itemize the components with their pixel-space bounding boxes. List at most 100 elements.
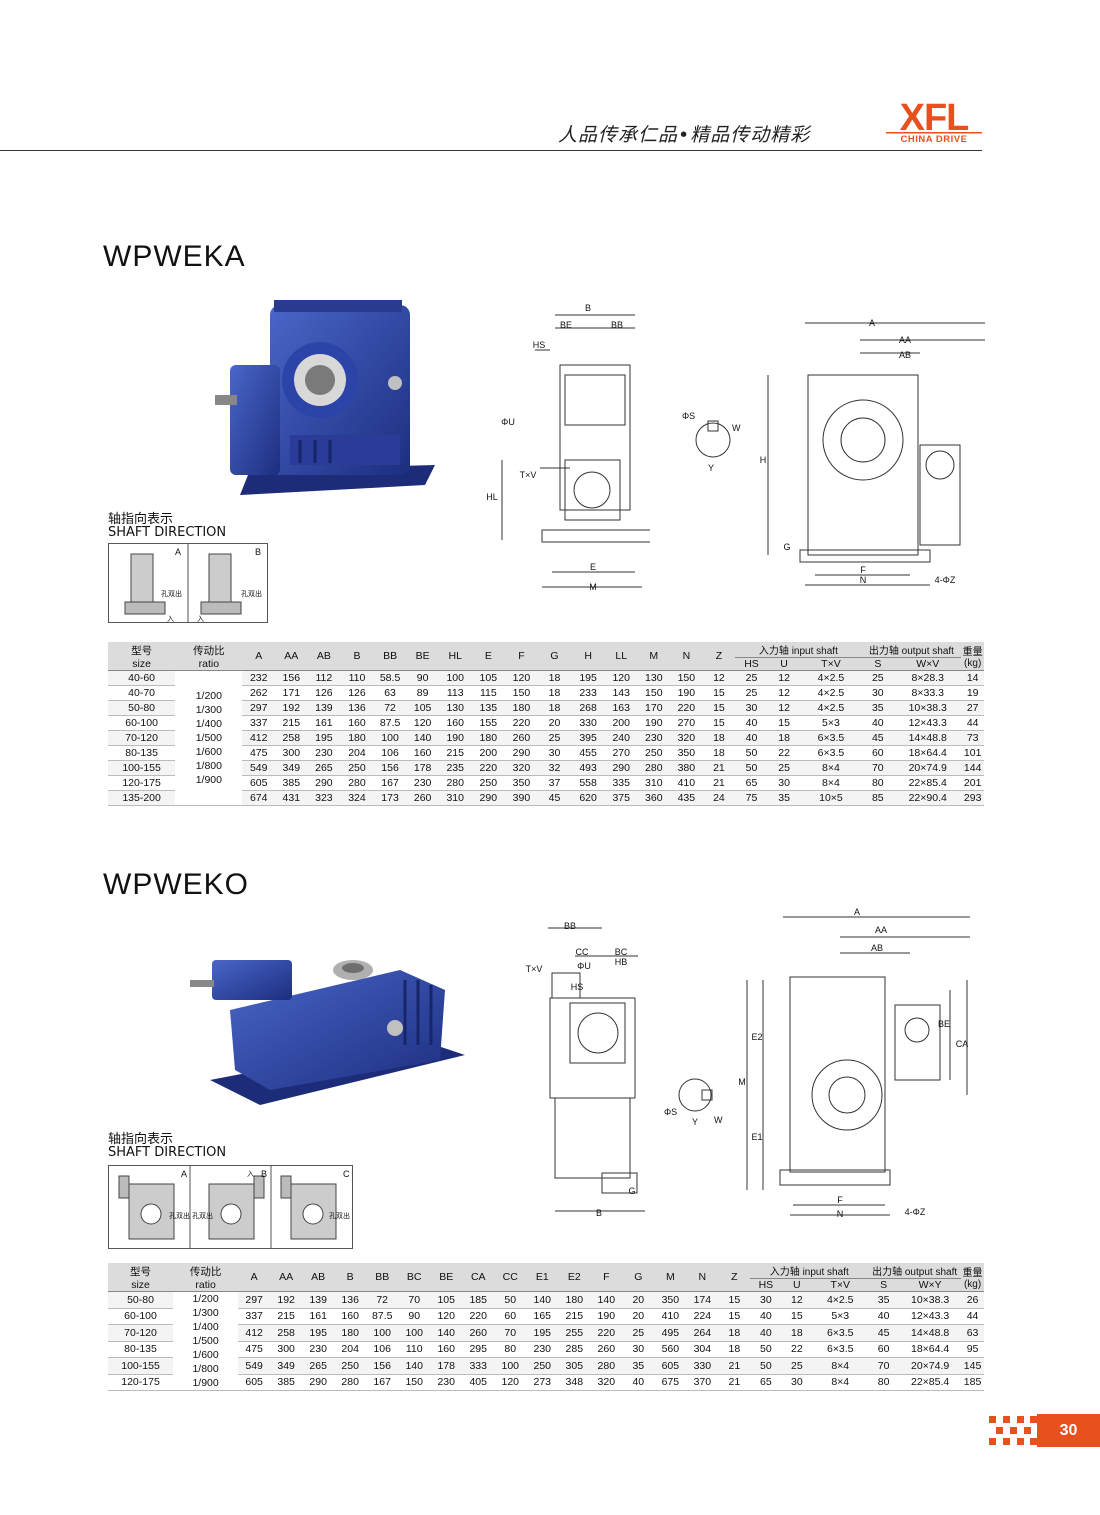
- table-cell: 35: [622, 1357, 655, 1375]
- dim-label: AB: [871, 943, 883, 953]
- table-cell: 12×43.3: [894, 715, 962, 731]
- dim-label: G: [628, 1186, 635, 1196]
- col-header: BB: [373, 642, 407, 671]
- table-cell: 240: [604, 730, 638, 746]
- table-cell: 410: [670, 775, 703, 791]
- product-photo-wpweko: [190, 960, 465, 1105]
- col-header: H: [571, 642, 605, 671]
- dim-label: BB: [564, 921, 576, 931]
- table-cell: 120: [430, 1308, 463, 1325]
- table-cell: 106: [373, 745, 407, 761]
- table-cell: 12: [702, 670, 736, 686]
- size-cell: 40-70: [108, 685, 176, 701]
- dim-label: ΦU: [577, 961, 591, 971]
- table-cell: 120: [604, 670, 638, 686]
- ratio-value: 1/800: [195, 760, 222, 772]
- table-cell: 73: [961, 730, 984, 746]
- dim-label: HS: [533, 340, 546, 350]
- table-cell: 224: [686, 1308, 719, 1325]
- table-cell: 395: [571, 730, 605, 746]
- dim-label: CC: [576, 947, 589, 957]
- col-header: CC: [494, 1263, 527, 1292]
- table-cell: 431: [275, 790, 308, 806]
- table-cell: 192: [270, 1291, 303, 1309]
- table-cell: 87.5: [373, 715, 407, 731]
- table-cell: 178: [406, 760, 439, 776]
- dim-label: E: [590, 562, 596, 572]
- ratio-value: 1/900: [192, 1377, 219, 1389]
- table-cell: 4×2.5: [800, 670, 862, 686]
- table-cell: 15: [767, 715, 801, 731]
- table-cell: 549: [238, 1357, 271, 1375]
- dim-label: A: [869, 318, 875, 328]
- table-cell: 45: [861, 730, 895, 746]
- table-cell: 130: [637, 670, 671, 686]
- table-cell: 100: [398, 1324, 431, 1342]
- table-cell: 410: [654, 1308, 687, 1325]
- table-cell: 215: [438, 745, 472, 761]
- table-cell: 143: [604, 685, 638, 701]
- xfl-logo: XFL CHINA DRIVE: [886, 97, 982, 144]
- table-cell: 250: [340, 760, 374, 776]
- table-cell: 280: [590, 1357, 623, 1375]
- table-cell: 180: [505, 700, 538, 716]
- table-cell: 139: [307, 700, 341, 716]
- table-cell: 126: [340, 685, 374, 701]
- col-header: F: [590, 1263, 623, 1292]
- table-cell: 155: [471, 715, 506, 731]
- table-cell: 18: [767, 730, 801, 746]
- table-cell: 60: [861, 745, 895, 761]
- col-header: S: [861, 657, 895, 671]
- table-cell: 290: [604, 760, 638, 776]
- table-cell: 21: [702, 760, 736, 776]
- table-cell: 35: [861, 700, 895, 716]
- table-cell: 18: [537, 670, 572, 686]
- dim-label: HB: [615, 957, 628, 967]
- table-cell: 335: [604, 775, 638, 791]
- table-cell: 160: [438, 715, 472, 731]
- table-cell: 230: [430, 1374, 463, 1391]
- col-header: M: [654, 1263, 687, 1292]
- table-cell: 300: [275, 745, 308, 761]
- table-cell: 112: [307, 670, 341, 686]
- col-header: Z: [718, 1263, 751, 1292]
- table-cell: 14: [961, 670, 984, 686]
- table-cell: 18: [702, 730, 736, 746]
- table-cell: 63: [373, 685, 407, 701]
- dim-label: E2: [751, 1032, 762, 1042]
- table-cell: 337: [242, 715, 276, 731]
- col-header: B: [340, 642, 374, 671]
- table-cell: 40: [622, 1374, 655, 1391]
- table-cell: 348: [558, 1374, 591, 1391]
- table-cell: 220: [471, 760, 506, 776]
- table-cell: 30: [735, 700, 768, 716]
- size-cell: 120-175: [108, 775, 176, 791]
- table-cell: 80: [861, 775, 895, 791]
- table-cell: 110: [398, 1341, 431, 1358]
- drawing-side-view-wpweka: B BE BB HS ΦU T×V HL LL E M: [486, 303, 650, 592]
- table-cell: 12: [767, 700, 801, 716]
- table-cell: 126: [307, 685, 341, 701]
- col-header: AA: [275, 642, 308, 671]
- col-header: W×V: [894, 657, 962, 671]
- dim-label: M: [589, 582, 597, 592]
- table-cell: 15: [702, 685, 736, 701]
- table-cell: 80: [868, 1374, 900, 1391]
- table-cell: 25: [622, 1324, 655, 1342]
- table-cell: 120: [505, 670, 538, 686]
- case-note: 孔双出: [169, 1211, 190, 1220]
- table-cell: 140: [590, 1291, 623, 1309]
- table-cell: 250: [334, 1357, 367, 1375]
- table-cell: 150: [505, 685, 538, 701]
- shaft-direction-label-en: SHAFT DIRECTION: [108, 1145, 227, 1160]
- table-cell: 50: [735, 760, 768, 776]
- size-cell: 100-155: [108, 760, 176, 776]
- table-cell: 140: [398, 1357, 431, 1375]
- table-cell: 6×3.5: [812, 1341, 869, 1358]
